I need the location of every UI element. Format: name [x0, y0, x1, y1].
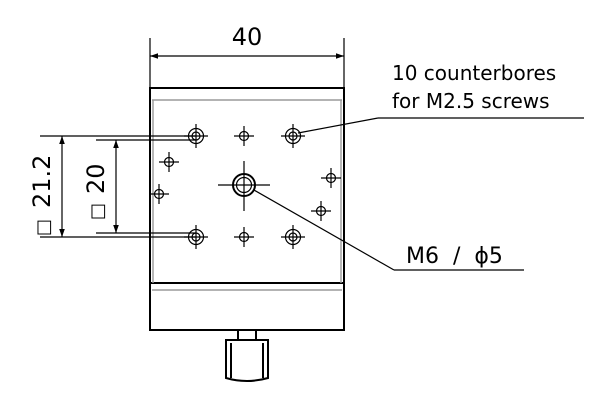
square-20-label: 20 [82, 163, 110, 194]
stage-body [149, 87, 345, 331]
counterbore-hole [311, 201, 331, 221]
counterbore-hole [281, 225, 305, 249]
counterbore-note-line1: 10 counterbores [392, 61, 556, 85]
counterbore-hole [234, 227, 254, 247]
width-dimension: 40 [149, 23, 345, 88]
square-symbol-outer: □ [33, 219, 54, 236]
square-21-2-dimension: □ 21.2 [28, 135, 196, 238]
counterbore-hole [149, 184, 169, 204]
width-dimension-label: 40 [232, 23, 263, 51]
adjustment-knob [225, 329, 269, 382]
counterbore-note: 10 counterbores for M2.5 screws [297, 61, 584, 134]
square-21-2-label: 21.2 [28, 155, 56, 208]
counterbore-hole [184, 124, 208, 148]
counterbore-hole [321, 168, 341, 188]
counterbore-hole [184, 225, 208, 249]
square-20-dimension: □ 20 [82, 139, 196, 234]
center-threaded-hole [218, 161, 270, 211]
center-hole-label: M6 / ϕ5 [406, 244, 503, 269]
center-hole-note: M6 / ϕ5 [253, 189, 524, 271]
counterbore-hole [234, 126, 254, 146]
counterbore-hole [159, 152, 179, 172]
square-symbol-inner: □ [87, 203, 108, 220]
counterbore-hole [281, 124, 305, 148]
counterbore-note-line2: for M2.5 screws [392, 89, 550, 113]
